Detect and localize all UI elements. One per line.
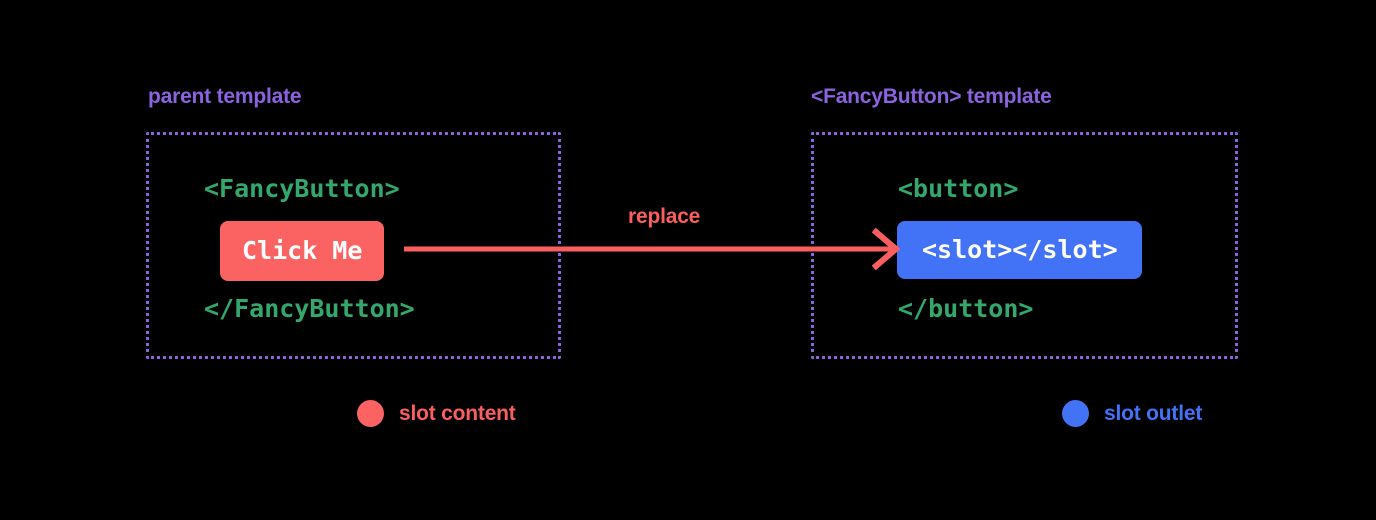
replace-label: replace <box>628 205 701 228</box>
fancybutton-template-frame <box>811 132 1238 359</box>
parent-close-tag: </FancyButton> <box>204 294 415 323</box>
legend-label-slot-outlet: slot outlet <box>1104 401 1203 425</box>
legend-label-slot-content: slot content <box>399 401 516 425</box>
legend-item-slot-outlet: slot outlet <box>1062 400 1202 427</box>
slot-content-chip: Click Me <box>220 221 385 281</box>
legend-item-slot-content: slot content <box>357 400 516 427</box>
replace-arrow-icon <box>404 227 900 271</box>
parent-template-label: parent template <box>148 85 302 108</box>
slot-content-swatch-icon <box>357 400 384 427</box>
slot-outlet-swatch-icon <box>1062 400 1089 427</box>
fancybutton-close-tag: </button> <box>898 294 1034 323</box>
replace-arrow <box>404 225 900 273</box>
fancybutton-template-label: <FancyButton> template <box>811 85 1052 108</box>
parent-template-frame <box>146 132 561 359</box>
parent-open-tag: <FancyButton> <box>204 174 400 203</box>
slot-outlet-chip: <slot></slot> <box>897 221 1142 279</box>
fancybutton-open-tag: <button> <box>898 174 1019 203</box>
